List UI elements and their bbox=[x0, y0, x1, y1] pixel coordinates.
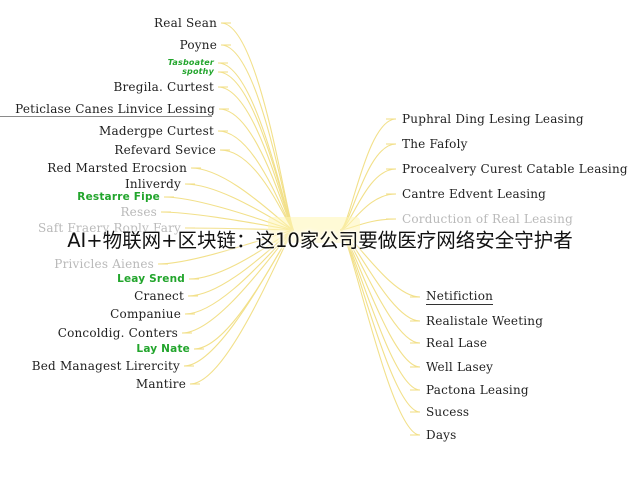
right-node: Corduction of Real Leasing bbox=[402, 212, 573, 226]
left-node: Bed Managest Lirercity bbox=[31, 359, 180, 373]
left-node: Red Marsted Erocsion bbox=[47, 161, 187, 175]
overlay-title: AI+物联网+区块链：这10家公司要做医疗网络安全守护者 bbox=[67, 229, 573, 252]
left-node: Saft Fraery Roply Fary bbox=[37, 221, 181, 235]
left-node: Companiue bbox=[110, 307, 181, 321]
left-node: Concoldig. Conters bbox=[57, 326, 178, 340]
right-node: Pactona Leasing bbox=[426, 383, 529, 397]
right-node: Real Lase bbox=[426, 336, 488, 350]
left-node: Real Sean bbox=[154, 16, 217, 30]
right-node: Procealvery Curest Catable Leasing bbox=[402, 162, 628, 176]
right-node: Well Lasey bbox=[426, 360, 494, 374]
right-node: Sucess bbox=[426, 405, 470, 419]
left-node: Lay Nate bbox=[136, 343, 190, 355]
right-node: Puphral Ding Lesing Leasing bbox=[402, 112, 584, 126]
left-node: Poyne bbox=[179, 38, 217, 52]
center-node bbox=[268, 217, 360, 243]
left-node: Privicles Aienes bbox=[54, 257, 154, 271]
divider-line bbox=[0, 116, 212, 117]
left-node: spothy bbox=[182, 67, 214, 76]
left-node: Madergpe Curtest bbox=[99, 124, 214, 138]
left-node: Refevard Sevice bbox=[114, 143, 216, 157]
right-node: Netifiction bbox=[426, 289, 494, 305]
right-node: Cantre Edvent Leasing bbox=[402, 187, 547, 201]
left-node: Cranect bbox=[134, 289, 184, 303]
right-node: The Fafoly bbox=[402, 137, 468, 151]
left-node: Leay Srend bbox=[117, 273, 185, 285]
left-node: Peticlase Canes Linvice Lessing bbox=[15, 102, 215, 116]
branch-line bbox=[339, 229, 421, 391]
branch-line bbox=[339, 118, 397, 231]
left-node: Mantire bbox=[135, 377, 186, 391]
left-node: Tasboater bbox=[167, 58, 214, 67]
right-node: Days bbox=[426, 428, 457, 442]
left-node: Inliverdy bbox=[124, 177, 181, 191]
left-node: Bregila. Curtest bbox=[113, 80, 214, 94]
right-node: Realistale Weeting bbox=[426, 314, 544, 328]
left-node: Restarre Fipe bbox=[77, 191, 160, 203]
branch-line bbox=[339, 229, 421, 413]
left-node: Reses bbox=[120, 205, 157, 219]
